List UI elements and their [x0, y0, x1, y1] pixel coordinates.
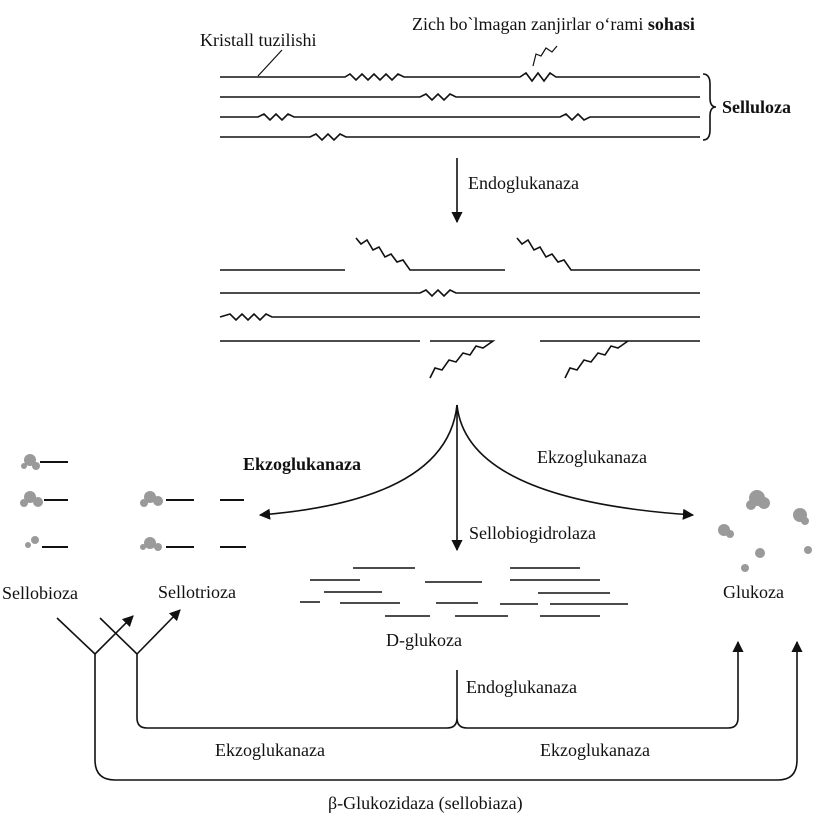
beta-glucosidase-loop-outer [95, 642, 797, 780]
exoglucanase-bottom-left-label: Ekzoglukanaza [215, 740, 325, 760]
d-glucose-label: D-glukoza [386, 630, 462, 650]
exoglucanase-bottom-right-label: Ekzoglukanaza [540, 740, 650, 760]
cleaved-chain-1c-wavy [517, 238, 700, 270]
endoglucanase-bottom-label: Endoglukanaza [466, 677, 577, 697]
cellobiose-branch-right [95, 616, 133, 654]
cleaved-chain-3 [220, 314, 700, 320]
exoglucanase-loop-inner [137, 642, 738, 728]
cellobiohydrolase-label: Sellobiogidrolaza [469, 523, 596, 543]
cellotriose-label: Sellotrioza [158, 582, 236, 602]
d-glucose-fragments [300, 568, 628, 616]
glucose-molecules-right [718, 490, 812, 572]
amorphous-leader-line [533, 46, 557, 66]
cleaved-chain-1b-wavy [356, 238, 505, 270]
cellobiose-branch-left [57, 618, 95, 654]
cellulose-brace [703, 74, 716, 140]
cellulose-chain-3 [220, 114, 700, 120]
cellulose-chain-1 [220, 73, 700, 81]
amorphous-region-label: Zich bo`lmagan zanjirlar o‘rami sohasi [412, 14, 695, 34]
cellulose-label: Selluloza [722, 97, 791, 117]
crystal-leader-line [258, 50, 282, 76]
glucose-label: Glukoza [723, 582, 784, 602]
cellulose-chain-4 [220, 134, 700, 140]
endoglucanase-top-label: Endoglukanaza [468, 173, 579, 193]
exoglucanase-right-label: Ekzoglukanaza [537, 447, 647, 467]
cleaved-chain-2 [220, 290, 700, 296]
beta-glucosidase-label: β-Glukozidaza (sellobiaza) [328, 793, 523, 813]
cleaved-chains [220, 238, 700, 378]
amorphous-region-bold: sohasi [648, 14, 695, 34]
cellotriose-branch-right [137, 610, 180, 654]
oligomer-products-left [20, 454, 246, 551]
cleaved-chain-4d-wavy [565, 341, 628, 378]
cleaved-chain-4b-wavy [430, 341, 493, 378]
crystal-structure-label: Kristall tuzilishi [200, 30, 317, 50]
cellulose-chain-2 [220, 94, 700, 100]
cellulose-chains [220, 73, 700, 140]
cellotriose-branch-left [100, 618, 137, 654]
exoglucanase-left-label: Ekzoglukanaza [243, 454, 361, 474]
cellobiose-label: Sellobioza [2, 583, 78, 603]
amorphous-region-text: Zich bo`lmagan zanjirlar o‘rami [412, 14, 643, 34]
